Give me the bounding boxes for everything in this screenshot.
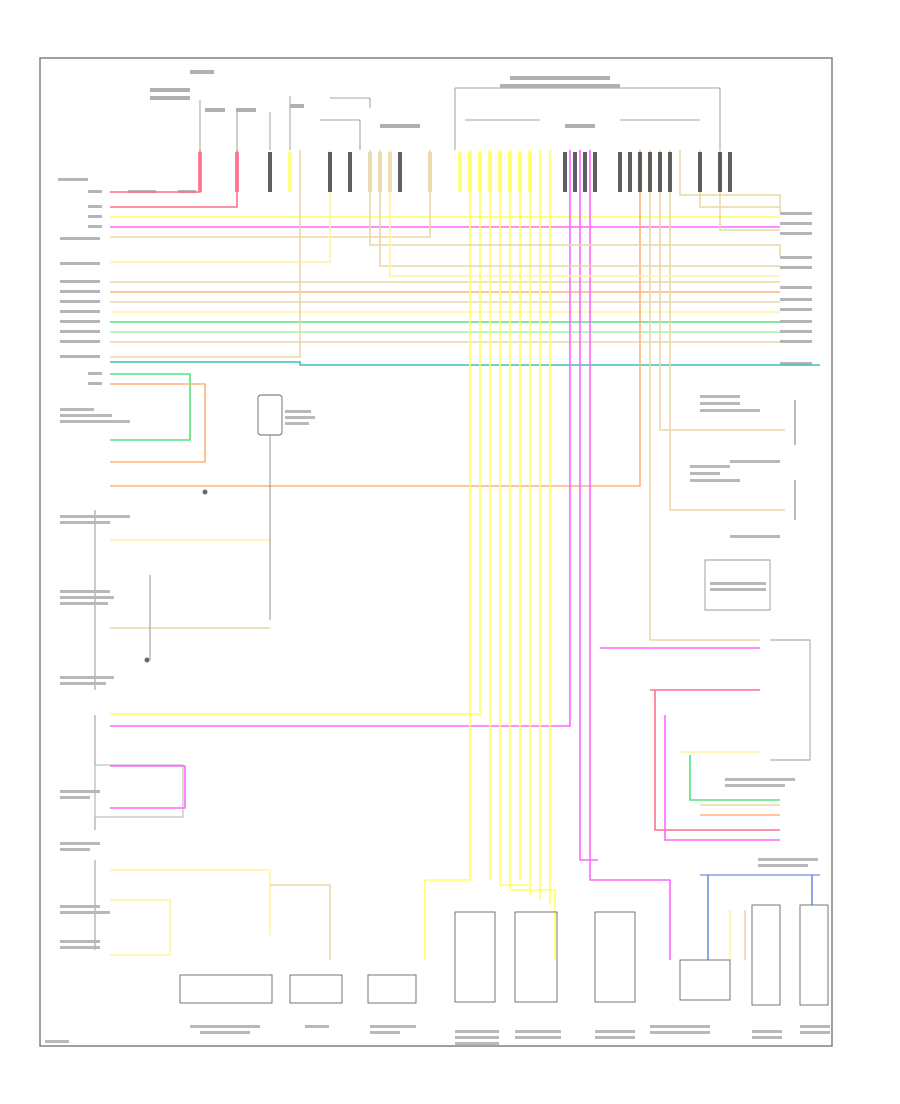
hvac-module-box — [454, 911, 496, 1003]
wire-pink — [579, 150, 598, 861]
connector-stub — [648, 152, 652, 192]
connector-stub — [428, 152, 432, 192]
radio-box — [289, 974, 343, 1004]
wire-pink — [589, 150, 671, 960]
instrument-panel-cluster-box — [179, 974, 273, 1004]
connector-stub — [583, 152, 587, 192]
wire-yellow — [509, 150, 556, 960]
connector-stub — [498, 152, 502, 192]
wire-orange — [110, 150, 641, 487]
wire-tan — [679, 150, 781, 212]
connector-stub — [518, 152, 522, 192]
diagram-frame — [39, 57, 833, 1047]
wire-red — [654, 690, 780, 831]
connector-stub — [348, 152, 352, 192]
connector-stub — [398, 152, 402, 192]
wire-tan — [659, 150, 785, 431]
header-wiring — [199, 87, 721, 150]
connector-stub-layer — [198, 152, 732, 192]
connector-stub — [368, 152, 372, 192]
wire-pink — [110, 150, 571, 727]
climate-control-box — [367, 974, 417, 1004]
connector-stub — [628, 152, 632, 192]
header-text-placeholders — [150, 70, 620, 128]
wire-layer — [110, 150, 820, 960]
connector-stub — [508, 152, 512, 192]
wire-tan — [369, 150, 781, 256]
connector-stub — [478, 152, 482, 192]
connector-stub — [288, 152, 292, 192]
connector-stub — [593, 152, 597, 192]
connector-stub — [198, 152, 202, 192]
right-connector-pins — [780, 212, 812, 365]
wire-tan — [649, 150, 760, 641]
connector-stub — [573, 152, 577, 192]
trailer-connector-box — [679, 959, 731, 1001]
data-link-connector-box — [751, 904, 781, 1006]
connector-stub — [618, 152, 622, 192]
wire-tan — [270, 884, 331, 960]
connector-stub — [468, 152, 472, 192]
wire-tan — [669, 150, 785, 511]
wire-yellow — [110, 150, 481, 715]
wire-orange — [110, 383, 206, 463]
left-connector-pins — [58, 178, 196, 385]
body-control-module-box — [514, 911, 558, 1003]
ground-symbol — [144, 657, 150, 663]
connector-stub — [658, 152, 662, 192]
connector-stub — [378, 152, 382, 192]
connector-stub — [718, 152, 722, 192]
wire-yellow — [424, 150, 471, 960]
connector-stub — [528, 152, 532, 192]
components — [94, 394, 829, 1006]
wire-pink — [664, 715, 780, 841]
wire-green — [689, 755, 780, 801]
wire-yellow — [499, 150, 530, 886]
connector-stub — [268, 152, 272, 192]
wire-light-yellow — [110, 899, 171, 956]
wire-green — [110, 373, 191, 441]
connector-stub — [728, 152, 732, 192]
wire-pink — [110, 765, 186, 809]
component-labels — [45, 395, 830, 1045]
connector-stub — [638, 152, 642, 192]
connector-stub — [388, 152, 392, 192]
steering-wheel-controls-box — [594, 911, 636, 1003]
connector-stub — [698, 152, 702, 192]
ground-symbol — [202, 489, 208, 495]
wire-tan — [110, 150, 301, 358]
connector-stub — [563, 152, 567, 192]
transfer-case-right-box — [770, 639, 811, 761]
connector-stub — [328, 152, 332, 192]
connector-stub — [458, 152, 462, 192]
wire-teal — [110, 361, 820, 366]
connector-stub — [488, 152, 492, 192]
wire-light-yellow — [110, 869, 271, 935]
connector-stub — [668, 152, 672, 192]
connector-stub — [235, 152, 239, 192]
